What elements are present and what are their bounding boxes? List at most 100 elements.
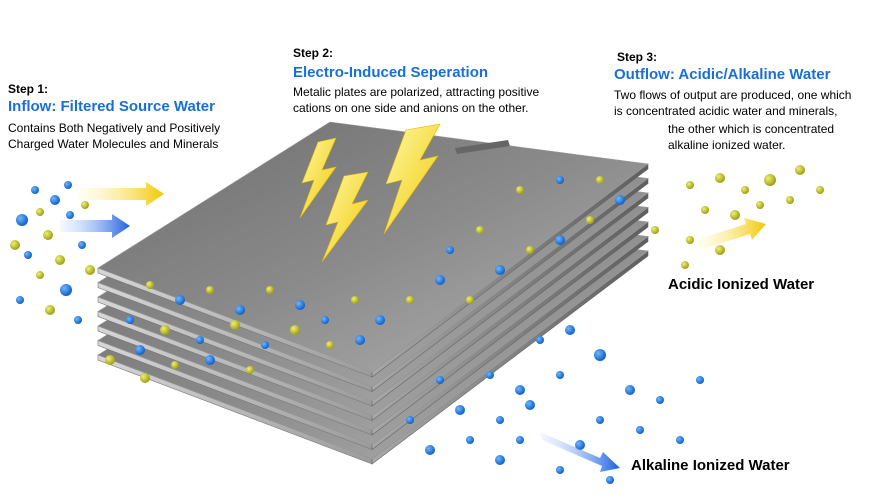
lightning-bolts <box>299 123 441 263</box>
anion-particle <box>425 445 435 455</box>
anion-particle <box>74 316 82 324</box>
anion-particle <box>486 371 494 379</box>
step2-desc-line2: cations on one side and anions on the ot… <box>293 101 529 115</box>
cation-particle <box>146 281 154 289</box>
step2-label: Step 2: <box>293 46 334 60</box>
anion-particle <box>406 416 414 424</box>
arrow-right-icon <box>60 214 130 238</box>
anion-particle <box>495 455 505 465</box>
cation-particle <box>786 196 794 204</box>
lightning-bolt-icon <box>299 137 337 219</box>
cation-particle <box>756 201 764 209</box>
anion-particle <box>696 376 704 384</box>
anion-particle <box>31 186 39 194</box>
cation-particle <box>266 286 274 294</box>
anion-particle <box>375 315 385 325</box>
anion-particle <box>575 440 585 450</box>
anion-particle <box>321 316 329 324</box>
cation-particle <box>326 341 334 349</box>
cation-particle <box>36 271 44 279</box>
plate-connector-tab <box>455 140 510 154</box>
cation-particle <box>45 305 55 315</box>
step1-label: Step 1: <box>8 82 49 96</box>
cation-particle <box>686 181 694 189</box>
cation-particle <box>10 240 20 250</box>
step1-title: Inflow: Filtered Source Water <box>8 98 215 115</box>
cation-particle <box>476 226 484 234</box>
anion-particle <box>495 265 505 275</box>
anion-particle <box>60 284 72 296</box>
anion-particle <box>435 275 445 285</box>
anion-particle <box>78 241 86 249</box>
cation-particle <box>81 201 89 209</box>
cation-particle <box>105 355 115 365</box>
anion-particle <box>64 181 72 189</box>
anion-particle <box>615 195 625 205</box>
anion-particle <box>355 335 365 345</box>
anion-particle <box>261 341 269 349</box>
ion-particles <box>10 165 824 484</box>
cation-particle <box>715 245 725 255</box>
anion-particle <box>625 385 635 395</box>
cation-particle <box>764 174 776 186</box>
step3-desc-line2: is concentrated acidic water and mineral… <box>614 104 838 118</box>
anion-particle <box>636 426 644 434</box>
cation-particle <box>406 296 414 304</box>
flow-arrows <box>60 182 766 472</box>
step2-title: Electro-Induced Seperation <box>293 64 489 81</box>
arrow-right-icon <box>540 432 620 472</box>
anion-particle <box>656 396 664 404</box>
anion-particle <box>594 349 606 361</box>
anion-particle <box>50 195 60 205</box>
arrow-right-icon <box>696 218 766 250</box>
cation-particle <box>351 296 359 304</box>
cation-particle <box>140 373 150 383</box>
electrode-plate-stack <box>97 121 649 465</box>
anion-particle <box>436 376 444 384</box>
anion-particle <box>466 436 474 444</box>
step1-desc-line1: Contains Both Negatively and Positively <box>8 121 221 135</box>
cation-particle <box>715 173 725 183</box>
anion-particle <box>516 436 524 444</box>
anion-particle <box>555 235 565 245</box>
anion-particle <box>175 295 185 305</box>
anion-particle <box>606 476 614 484</box>
cation-particle <box>596 176 604 184</box>
anion-particle <box>525 400 535 410</box>
step3-label: Step 3: <box>617 50 658 64</box>
anion-particle <box>565 325 575 335</box>
anion-particle <box>556 371 564 379</box>
cation-particle <box>466 296 474 304</box>
cation-particle <box>730 210 740 220</box>
anion-particle <box>126 316 134 324</box>
anion-particle <box>455 405 465 415</box>
step3-desc-line3: the other which is concentrated <box>668 122 835 136</box>
arrow-right-icon <box>78 182 164 206</box>
cation-particle <box>526 246 534 254</box>
anion-particle <box>235 305 245 315</box>
cation-particle <box>290 325 300 335</box>
anion-particle <box>496 416 504 424</box>
cation-particle <box>85 265 95 275</box>
cation-particle <box>701 206 709 214</box>
cation-particle <box>55 255 65 265</box>
cation-particle <box>586 216 594 224</box>
alkaline-output-label: Alkaline Ionized Water <box>631 457 790 474</box>
anion-particle <box>196 336 204 344</box>
cation-particle <box>160 325 170 335</box>
anion-particle <box>295 300 305 310</box>
anion-particle <box>515 385 525 395</box>
cation-particle <box>795 165 805 175</box>
anion-particle <box>556 466 564 474</box>
anion-particle <box>446 246 454 254</box>
cation-particle <box>516 186 524 194</box>
cation-particle <box>816 186 824 194</box>
cation-particle <box>681 261 689 269</box>
cation-particle <box>686 236 694 244</box>
anion-particle <box>536 336 544 344</box>
cation-particle <box>36 208 44 216</box>
cation-particle <box>741 186 749 194</box>
step2-desc-line1: Metalic plates are polarized, attracting… <box>293 85 540 99</box>
anion-particle <box>16 296 24 304</box>
